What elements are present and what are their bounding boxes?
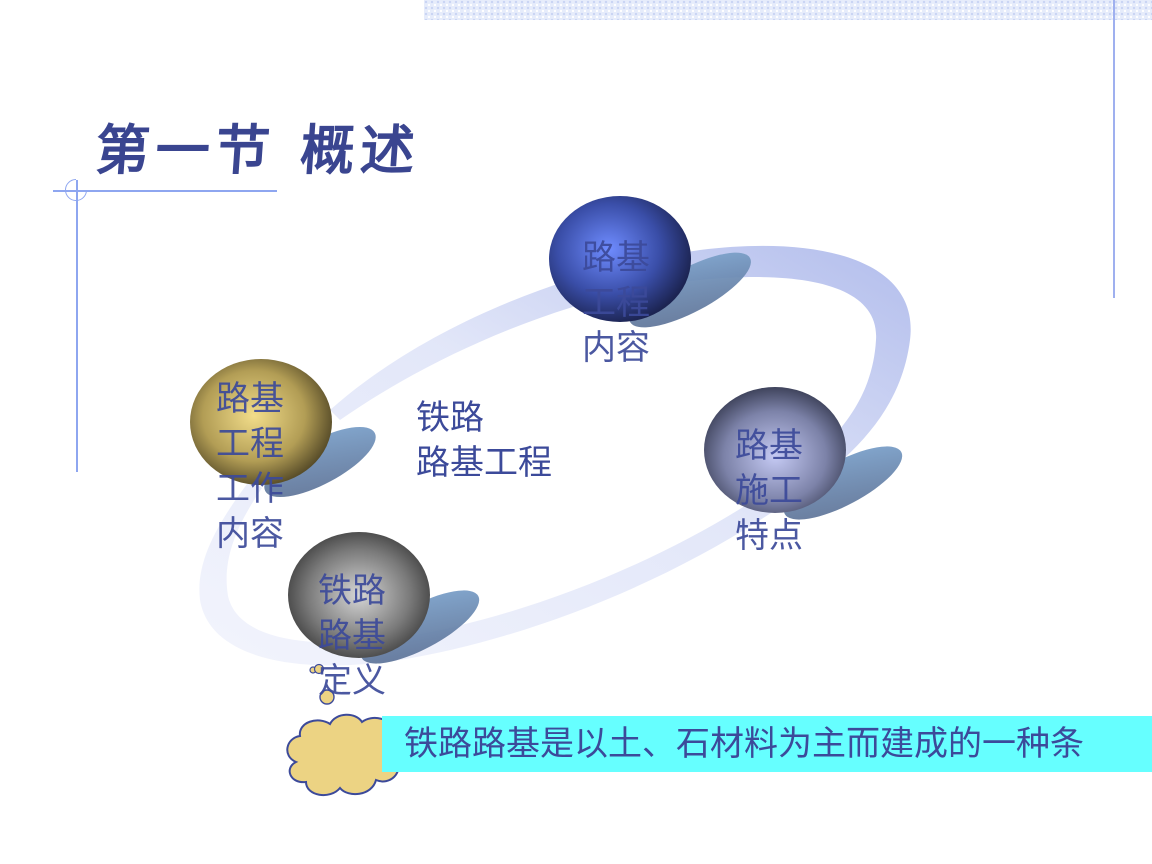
title-underline-rule: [53, 190, 277, 192]
node-label-definition: 铁路 路基 定义: [318, 571, 386, 701]
thought-bubble-large: [319, 689, 335, 705]
node-label-work-content: 路基 工程 工作 内容: [216, 379, 284, 554]
node-label-features: 路基 施工 特点: [735, 426, 803, 556]
node-sphere-content[interactable]: [549, 196, 691, 322]
top-pattern-band: [424, 0, 1152, 20]
center-label: 铁路 路基工程: [416, 398, 552, 483]
node-sphere-definition[interactable]: [288, 532, 430, 658]
definition-text-box: 铁路路基是以土、石材料为主而建成的一种条: [382, 716, 1152, 772]
cloud-callout-icon: [286, 713, 406, 797]
node-shadow: [264, 427, 376, 497]
node-sphere-work-content[interactable]: [190, 359, 332, 485]
node-sphere-features[interactable]: [704, 387, 846, 513]
thought-bubble-medium: [313, 663, 325, 675]
node-label-content: 路基 工程 内容: [582, 238, 650, 368]
crosshair-circle-icon: [65, 179, 87, 201]
left-vertical-rule: [76, 180, 78, 472]
cycle-ring: [199, 245, 911, 666]
right-vertical-rule: [1113, 0, 1115, 298]
